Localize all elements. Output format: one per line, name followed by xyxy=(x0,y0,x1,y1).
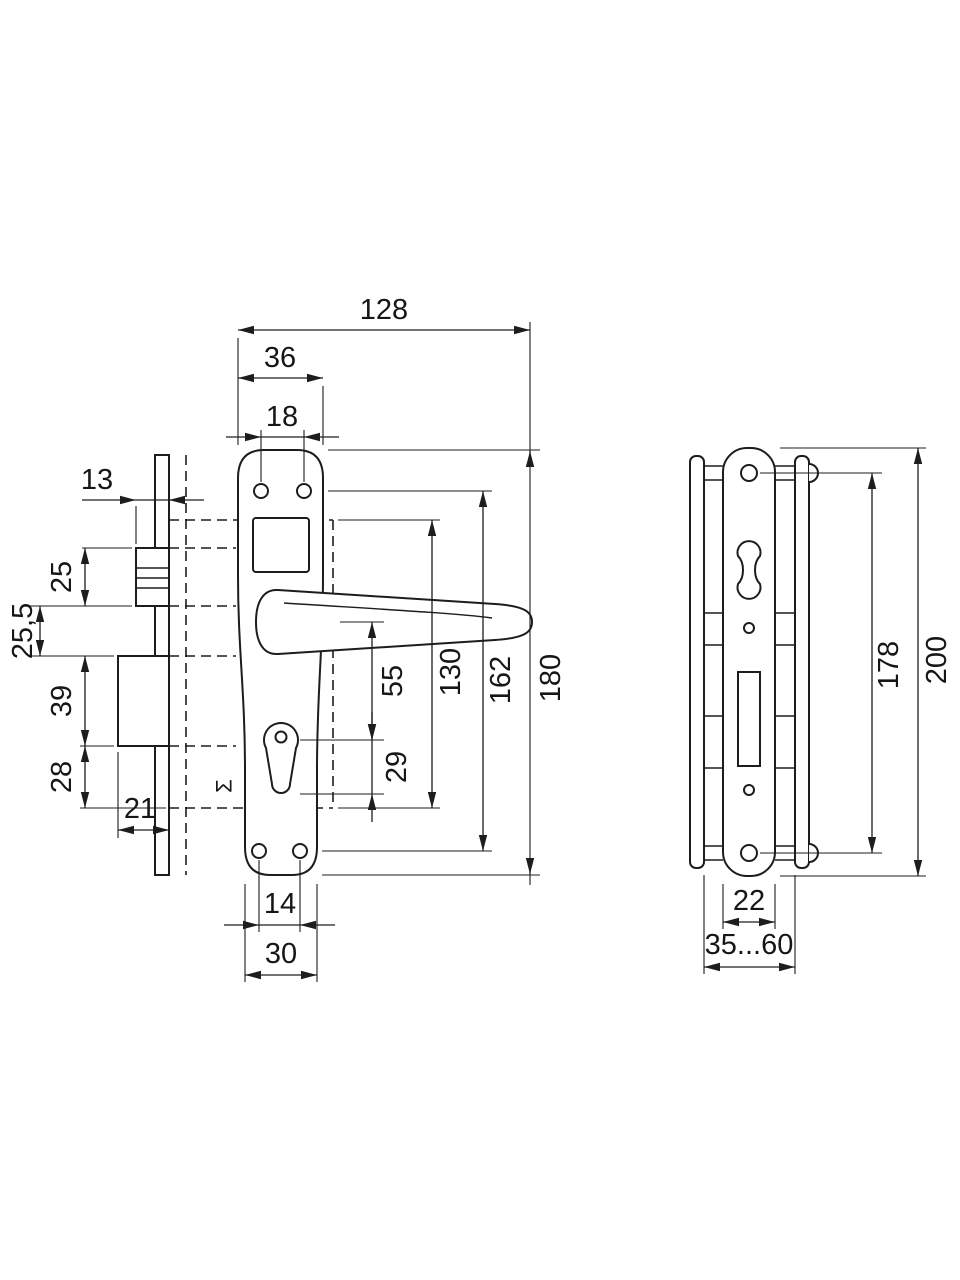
side-view xyxy=(689,447,819,877)
dim-label-overall-length: 128 xyxy=(360,294,408,326)
dim-label-screw-spacing: 162 xyxy=(485,656,517,704)
side-pin-hole-upper xyxy=(743,622,755,634)
dim-label-latch-height: 25 xyxy=(46,561,78,593)
dim-label-bolt-to-case-bottom: 28 xyxy=(46,761,78,793)
dim-label-bolt-height: 39 xyxy=(46,685,78,717)
lever-handle xyxy=(254,588,534,656)
dim-label-latch-projection: 13 xyxy=(81,464,113,496)
side-screw-hole-bottom xyxy=(740,844,758,862)
front-view: Σ xyxy=(117,449,534,876)
side-screw-hole-top xyxy=(740,464,758,482)
dimension-labels: 128 36 18 13 25 25,5 39 28 21 55 29 130 … xyxy=(7,294,953,970)
side-escutcheon-right xyxy=(794,455,810,869)
dim-label-door-thickness: 35...60 xyxy=(705,929,794,961)
dim-label-case-height: 130 xyxy=(435,648,467,696)
dead-bolt xyxy=(117,655,170,747)
follower-cutout xyxy=(736,540,762,600)
screw-hole-top-right xyxy=(296,483,312,499)
dim-label-handle-to-cylinder: 55 xyxy=(377,665,409,697)
latch-bolt xyxy=(135,547,170,607)
screw-hole-top-left xyxy=(253,483,269,499)
side-escutcheon-left xyxy=(689,455,705,869)
through-fittings-lines xyxy=(704,465,795,861)
dim-label-bolt-projection: 21 xyxy=(124,793,156,825)
dim-label-side-screw-spacing: 178 xyxy=(873,641,905,689)
dimension-lines xyxy=(35,325,923,980)
dim-label-plate-height: 180 xyxy=(535,654,567,702)
side-pin-hole-lower xyxy=(743,784,755,796)
dim-label-cylinder-height: 29 xyxy=(381,751,413,783)
maker-mark: Σ xyxy=(212,779,237,793)
bolt-opening xyxy=(737,671,761,767)
side-faceplate xyxy=(722,447,776,877)
dim-label-faceplate-width: 22 xyxy=(733,885,765,917)
screw-hole-bottom-left xyxy=(251,843,267,859)
dim-label-side-overall-height: 200 xyxy=(921,636,953,684)
euro-cylinder-keyhole xyxy=(263,722,299,794)
screw-hole-bottom-right xyxy=(292,843,308,859)
handle-inner-contour xyxy=(283,602,493,619)
dim-label-plate-bottom-width: 30 xyxy=(265,938,297,970)
dim-label-latch-to-bolt-gap: 25,5 xyxy=(7,603,39,659)
dim-label-plate-width: 36 xyxy=(264,342,296,374)
plate-window xyxy=(252,517,310,573)
extension-lines xyxy=(30,322,926,982)
escutcheon-plate xyxy=(237,449,324,876)
dim-label-bottom-hole-spacing: 14 xyxy=(264,888,296,920)
dim-label-top-hole-spacing: 18 xyxy=(266,401,298,433)
